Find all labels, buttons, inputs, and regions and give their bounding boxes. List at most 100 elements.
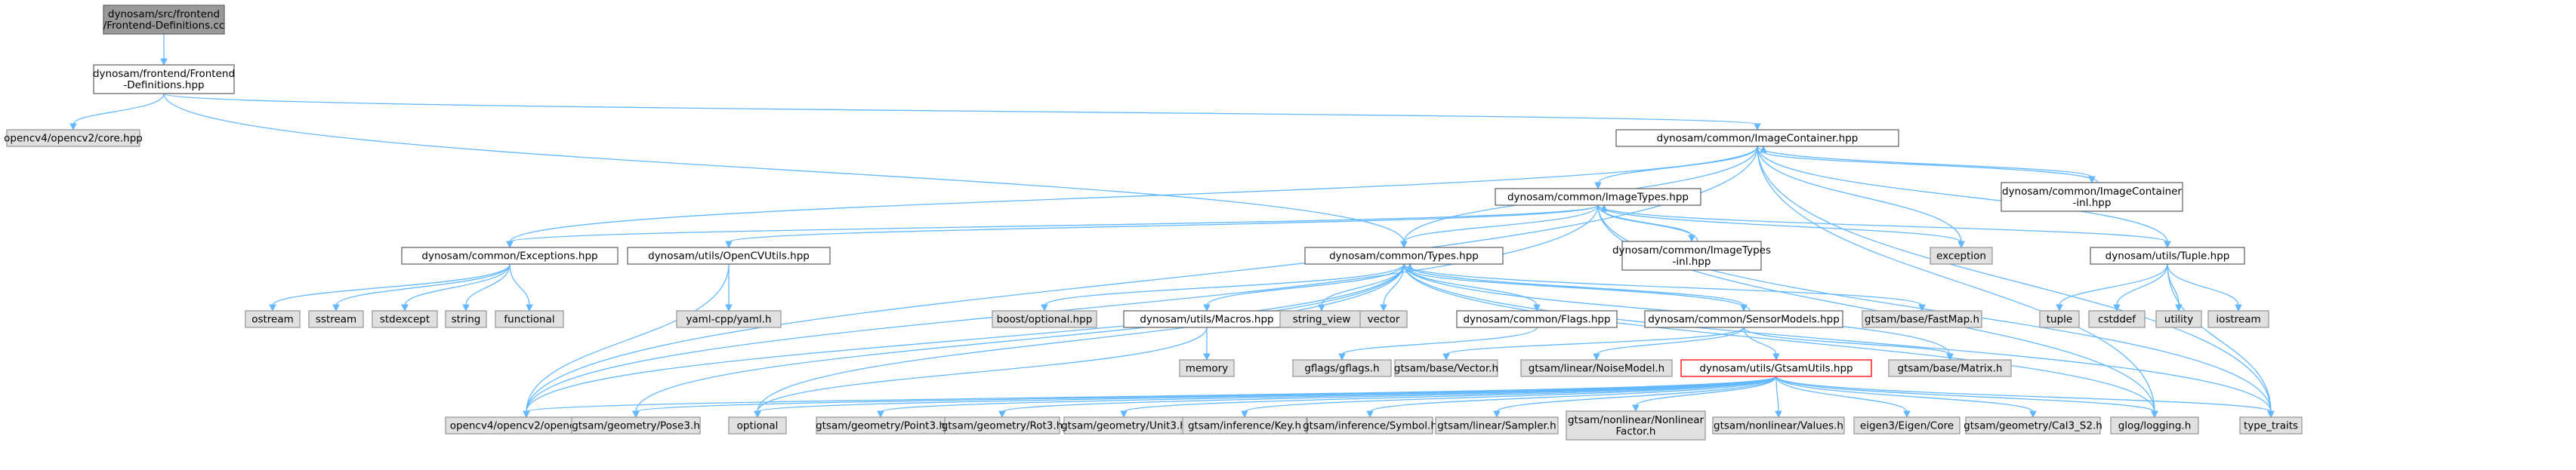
include-edge: [1241, 376, 1777, 419]
graph-node-n8[interactable]: dynosam/common/Types.hpp: [1304, 247, 1504, 265]
node-label: dynosam/frontend/Frontend: [93, 68, 235, 80]
edge-layer: [69, 34, 2275, 419]
graph-node-n28: iostream: [2207, 310, 2269, 328]
include-edge: [2167, 263, 2275, 419]
node-box: [1394, 359, 1498, 377]
node-box: [1307, 416, 1433, 435]
include-edge: [1120, 376, 1777, 419]
graph-node-n2: opencv4/opencv2/core.hpp: [4, 129, 143, 147]
node-box: [2090, 247, 2245, 265]
include-edge: [1406, 263, 1751, 312]
node-label: gtsam/geometry/Pose3.h: [572, 420, 700, 432]
include-edge: [1593, 327, 1745, 361]
node-label: dynosam/src/frontend: [108, 8, 220, 20]
node-box: [1520, 359, 1673, 377]
node-label: dynosam/utils/Macros.hpp: [1140, 314, 1273, 326]
node-label: gtsam/base/Vector.h: [1394, 363, 1498, 375]
include-edge: [2056, 263, 2168, 312]
graph-node-n23[interactable]: dynosam/common/SensorModels.hpp: [1644, 310, 1843, 328]
graph-node-n16: functional: [495, 310, 564, 328]
include-edge: [2113, 263, 2168, 312]
node-label: dynosam/utils/OpenCVUtils.hpp: [648, 250, 810, 263]
node-box: [944, 416, 1060, 435]
graph-node-n45: gtsam/nonlinear/Values.h: [1712, 416, 1845, 435]
node-label: stdexcept: [380, 314, 430, 326]
node-box: [93, 64, 235, 94]
node-box: [1853, 416, 1961, 435]
include-edge: [725, 264, 733, 312]
node-label: -inl.hpp: [2073, 197, 2112, 209]
include-edge: [1380, 263, 1405, 312]
node-label: gtsam/linear/Sampler.h: [1437, 420, 1556, 432]
node-box: [1621, 241, 1762, 271]
node-label: yaml-cpp/yaml.h: [686, 314, 771, 326]
node-label: dynosam/common/Types.hpp: [1329, 250, 1479, 263]
graph-node-n49: type_traits: [2239, 416, 2303, 435]
graph-node-n3[interactable]: dynosam/common/ImageContainer.hpp: [1615, 129, 1899, 147]
include-edge: [1743, 327, 1780, 361]
node-label: eigen3/Eigen/Core: [1860, 420, 1954, 432]
node-box: [1179, 359, 1235, 377]
include-edge: [1203, 263, 1405, 312]
node-box: [728, 416, 787, 435]
node-box: [1930, 247, 1993, 265]
node-box: [1888, 359, 2012, 377]
graph-node-n36: gtsam/geometry/Pose3.h: [571, 416, 701, 435]
include-edge: [1760, 145, 2099, 183]
graph-node-n20: string_view: [1279, 310, 1364, 328]
graph-node-n24: gtsam/base/FastMap.h: [1862, 310, 1982, 328]
graph-node-n6[interactable]: dynosam/common/Exceptions.hpp: [401, 247, 619, 265]
node-box: [1495, 188, 1701, 206]
graph-node-n11[interactable]: dynosam/utils/Tuple.hpp: [2090, 247, 2245, 265]
include-edge: [1442, 327, 1745, 361]
node-label: dynosam/common/ImageTypes: [1612, 244, 1771, 257]
node-label: string: [452, 314, 481, 326]
node-box: [627, 247, 831, 265]
node-label: dynosam/utils/GtsamUtils.hpp: [1699, 363, 1853, 375]
graph-node-n41: gtsam/inference/Key.h: [1182, 416, 1307, 435]
node-label: gtsam/geometry/Point3.h: [816, 420, 946, 432]
node-label: dynosam/common/ImageContainer: [2002, 186, 2182, 198]
graph-node-n42: gtsam/inference/Symbol.h: [1303, 416, 1437, 435]
node-label: boost/optional.hpp: [997, 314, 1093, 326]
graph-node-n14: stdexcept: [372, 310, 438, 328]
node-box: [676, 310, 782, 328]
graph-node-n1[interactable]: dynosam/frontend/Frontend-Definitions.hp…: [93, 64, 235, 94]
node-label: optional: [737, 420, 779, 432]
graph-node-n33[interactable]: dynosam/utils/GtsamUtils.hpp: [1680, 359, 1872, 377]
node-label: utility: [2164, 314, 2193, 326]
graph-node-n38: gtsam/geometry/Point3.h: [816, 416, 946, 435]
include-edge: [1041, 263, 1405, 312]
include-edge: [1775, 376, 1911, 419]
node-box: [1456, 310, 1618, 328]
node-label: /Frontend-Definitions.cc: [103, 20, 225, 32]
node-label: dynosam/common/ImageContainer.hpp: [1657, 133, 1859, 145]
node-box: [1292, 359, 1392, 377]
node-box: [1965, 416, 2101, 435]
node-box: [445, 310, 487, 328]
node-box: [1862, 310, 1982, 328]
node-box: [103, 5, 225, 35]
graph-node-n39: gtsam/geometry/Rot3.h: [942, 416, 1063, 435]
node-label: gtsam/geometry/Unit3.h: [1061, 420, 1186, 432]
include-edge: [69, 93, 165, 131]
include-edge: [163, 93, 1761, 131]
node-box: [1435, 416, 1559, 435]
include-edge: [462, 263, 511, 312]
graph-node-n35: opencv4/opencv2/opencv.hpp: [445, 416, 608, 435]
graph-node-n7[interactable]: dynosam/utils/OpenCVUtils.hpp: [627, 247, 831, 265]
graph-node-n15: string: [445, 310, 487, 328]
graph-node-n31: gtsam/base/Vector.h: [1394, 359, 1498, 377]
graph-node-n4[interactable]: dynosam/common/ImageTypes.hpp: [1495, 188, 1701, 206]
include-edge: [1775, 376, 1782, 419]
include-edge: [1493, 376, 1777, 419]
graph-node-n29: memory: [1179, 359, 1235, 377]
graph-node-n5[interactable]: dynosam/common/ImageContainer-inl.hpp: [2001, 182, 2183, 212]
node-label: gtsam/inference/Symbol.h: [1303, 420, 1437, 432]
node-box: [495, 310, 564, 328]
graph-node-n22[interactable]: dynosam/common/Flags.hpp: [1456, 310, 1618, 328]
graph-node-n19[interactable]: dynosam/utils/Macros.hpp: [1123, 310, 1291, 328]
graph-node-n9[interactable]: dynosam/common/ImageTypes-inl.hpp: [1612, 241, 1771, 271]
graph-node-n0[interactable]: dynosam/src/frontend/Frontend-Definition…: [103, 5, 225, 35]
node-label: gflags/gflags.h: [1304, 363, 1379, 375]
